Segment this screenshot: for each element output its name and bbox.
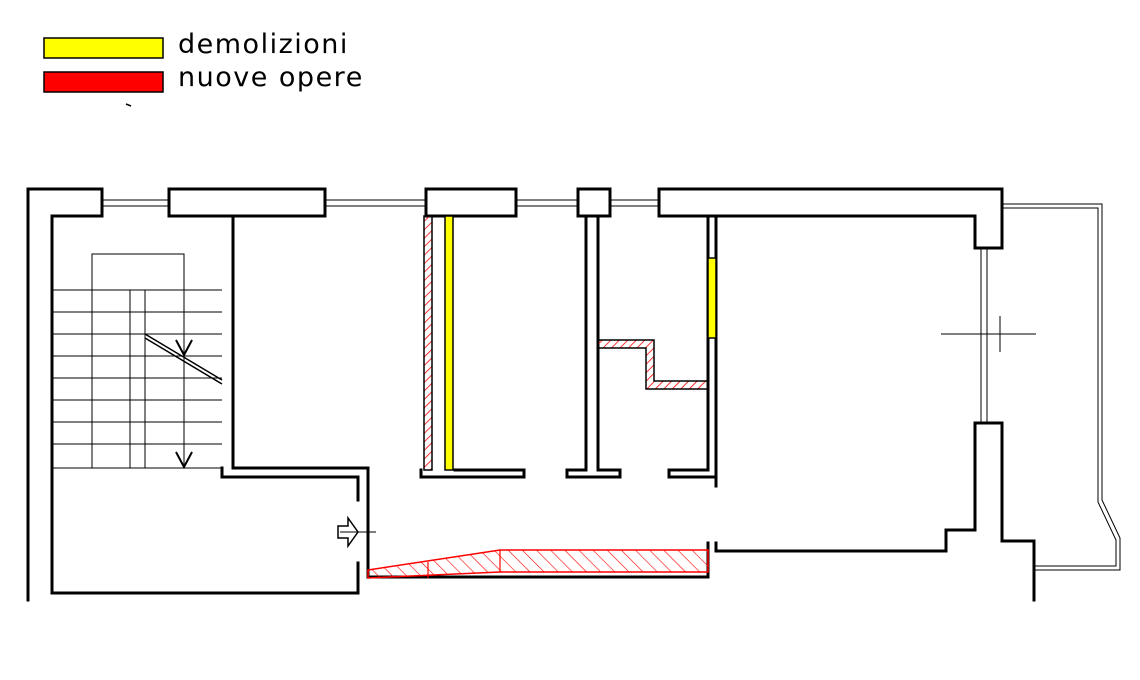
legend-label-nuove-opere: nuove opere [178, 62, 364, 93]
new-wall-stepped [597, 339, 709, 390]
new-corridor-floor [367, 549, 709, 579]
interior-walls [220, 214, 718, 502]
centre-crossmark [941, 316, 1036, 352]
legend-swatch-nuove-opere [43, 71, 164, 93]
stair-direction-arrows [175, 339, 193, 470]
demolished-wall-vertical [444, 215, 454, 471]
outer-walls [26, 187, 1036, 602]
demolitions [444, 215, 717, 471]
new-wall-vertical [423, 215, 433, 471]
legend-swatch-demolizioni [43, 37, 164, 59]
door-symbol [337, 515, 376, 549]
windows [102, 199, 988, 423]
legend-tick-mark [125, 103, 132, 107]
legend-label-demolizioni: demolizioni [178, 29, 349, 60]
demolished-wall-right [707, 257, 717, 339]
staircase [52, 253, 223, 469]
new-works [367, 215, 709, 579]
balcony [1002, 203, 1121, 571]
